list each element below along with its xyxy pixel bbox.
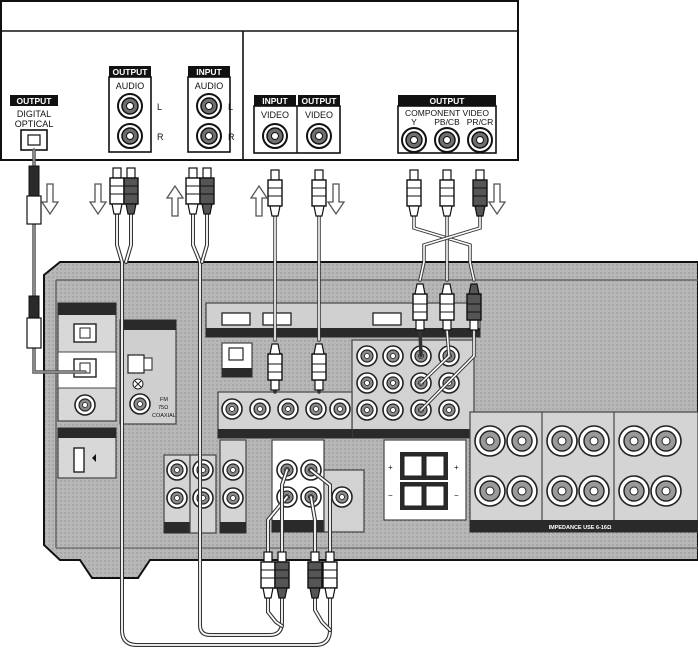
svg-text:+: + [454,463,459,472]
component-pr-jack [467,127,493,153]
svg-text:−: − [454,491,459,500]
component-output-group: OUTPUT COMPONENT VIDEO Y PB/CB PR/CR [397,95,497,154]
video-in-flow-arrow [250,185,268,217]
component-flow-arrow [488,183,506,215]
component-output-tag: OUTPUT [430,96,466,106]
audio-input-l-label: L [228,102,233,112]
digital-output-tag: OUTPUT [17,96,53,106]
video-output-jack [306,123,332,149]
video-input-title: VIDEO [261,110,289,120]
fm-antenna-jack [129,393,151,415]
component-pr-label: PR/CR [467,117,493,127]
digital-optical-output: OUTPUT DIGITAL OPTICAL [10,95,58,151]
fm-coaxial-label: COAXIAL [152,413,176,419]
video-output-title: VIDEO [305,110,333,120]
video-input-tag: INPUT [262,96,288,106]
audio-in-flow-arrow [166,185,184,217]
audio-input-group: INPUT AUDIO L R [187,66,235,153]
audio-output-r-label: R [157,132,164,142]
component-y-jack [401,127,427,153]
receiver-back-panel: FM 75Ω COAXIAL [43,261,698,579]
audio-output-l-label: L [157,102,162,112]
audio-input-r-label: R [228,132,235,142]
component-pb-jack [434,127,460,153]
svg-text:+: + [388,463,393,472]
svg-text:−: − [388,491,393,500]
audio-input-tag: INPUT [196,67,222,77]
audio-input-left-jack [196,93,222,119]
audio-out-flow-arrow [89,183,107,215]
impedance-label: IMPEDANCE USE 6-16Ω [549,525,612,531]
component-pb-label: PB/CB [434,117,460,127]
audio-output-right-jack [117,123,143,149]
digital-label: DIGITAL [17,109,51,119]
cables [32,148,482,647]
video-io-group: INPUT OUTPUT VIDEO VIDEO [253,95,341,154]
audio-output-tag: OUTPUT [113,67,149,77]
video-input-jack [262,123,288,149]
component-video-title: COMPONENT VIDEO [405,108,489,118]
audio-input-title: AUDIO [195,81,224,91]
component-y-label: Y [411,117,417,127]
plugs [26,165,488,599]
optical-flow-arrow [41,183,59,215]
audio-output-group: OUTPUT AUDIO L R [108,66,164,153]
output-tag [10,95,58,106]
audio-output-left-jack [117,93,143,119]
audio-output-title: AUDIO [116,81,145,91]
fm-label: FM [160,397,168,403]
video-out-flow-arrow [327,183,345,215]
coaxial-in-jack [74,394,96,416]
optical-label: OPTICAL [15,119,54,129]
audio-input-right-jack [196,123,222,149]
video-output-tag: OUTPUT [302,96,338,106]
fm-ohm-label: 75Ω [158,405,168,411]
